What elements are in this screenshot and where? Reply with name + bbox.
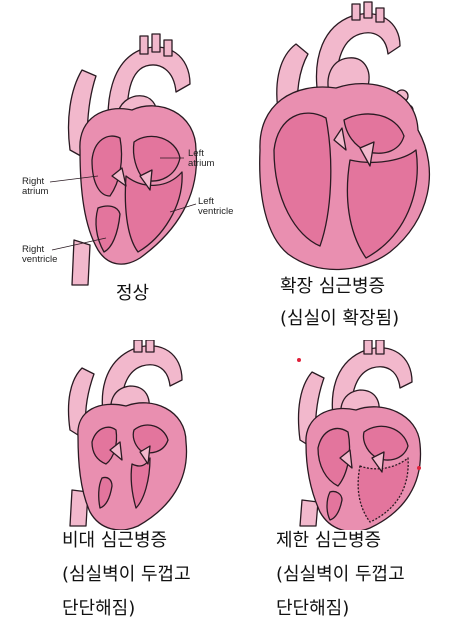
label-left-atrium-line2: atrium bbox=[188, 158, 214, 169]
caption-restrictive-line2: (심실벽이 두껍고 bbox=[276, 564, 405, 585]
dilated-cardiomyopathy-panel: 확장 심근병증 (심실이 확장됨) bbox=[240, 0, 469, 340]
restrictive-heart-illustration bbox=[297, 340, 422, 530]
caption-hypertrophic-line1: 비대 심근병증 bbox=[62, 530, 168, 551]
label-right-ventricle-line2: ventricle bbox=[22, 254, 57, 265]
hypertrophic-cardiomyopathy-panel: 비대 심근병증 (심실벽이 두껍고 단단해짐) bbox=[0, 340, 240, 636]
caption-restrictive-line3: 단단해짐) bbox=[276, 598, 350, 619]
restrictive-cardiomyopathy-panel: 제한 심근병증 (심실벽이 두껍고 단단해짐) bbox=[240, 340, 469, 636]
red-mark-dot bbox=[297, 358, 301, 362]
label-right-atrium: Right atrium bbox=[22, 176, 48, 197]
caption-hypertrophic-line2: (심실벽이 두껍고 bbox=[62, 564, 191, 585]
label-left-ventricle-line1: Left bbox=[198, 196, 214, 207]
label-left-atrium: Left atrium bbox=[188, 148, 214, 169]
caption-dilated-line2: (심실이 확장됨) bbox=[280, 308, 400, 329]
caption-restrictive: 제한 심근병증 (심실벽이 두껍고 단단해짐) bbox=[276, 530, 405, 620]
caption-hypertrophic: 비대 심근병증 (심실벽이 두껍고 단단해짐) bbox=[62, 530, 191, 620]
caption-dilated: 확장 심근병증 (심실이 확장됨) bbox=[280, 276, 399, 330]
normal-heart-illustration: Right atrium Left atrium Left ventricle … bbox=[22, 33, 233, 286]
dilated-heart-illustration bbox=[259, 1, 430, 271]
label-left-ventricle: Left ventricle bbox=[198, 196, 233, 217]
caption-hypertrophic-line3: 단단해짐) bbox=[62, 598, 136, 619]
label-right-atrium-line2: atrium bbox=[22, 186, 48, 197]
label-right-ventricle-line1: Right bbox=[22, 244, 45, 255]
red-mark-dot bbox=[417, 466, 421, 470]
label-right-ventricle: Right ventricle bbox=[22, 244, 57, 265]
caption-dilated-line1: 확장 심근병증 bbox=[280, 276, 386, 297]
normal-heart-panel: Right atrium Left atrium Left ventricle … bbox=[0, 0, 240, 320]
label-left-ventricle-line2: ventricle bbox=[198, 206, 233, 217]
caption-restrictive-line1: 제한 심근병증 bbox=[276, 530, 382, 551]
hypertrophic-heart-illustration bbox=[67, 340, 188, 530]
caption-normal-line1: 정상 bbox=[116, 283, 150, 304]
label-right-atrium-line1: Right bbox=[22, 176, 45, 187]
label-left-atrium-line1: Left bbox=[188, 148, 204, 159]
caption-normal: 정상 bbox=[116, 283, 149, 305]
